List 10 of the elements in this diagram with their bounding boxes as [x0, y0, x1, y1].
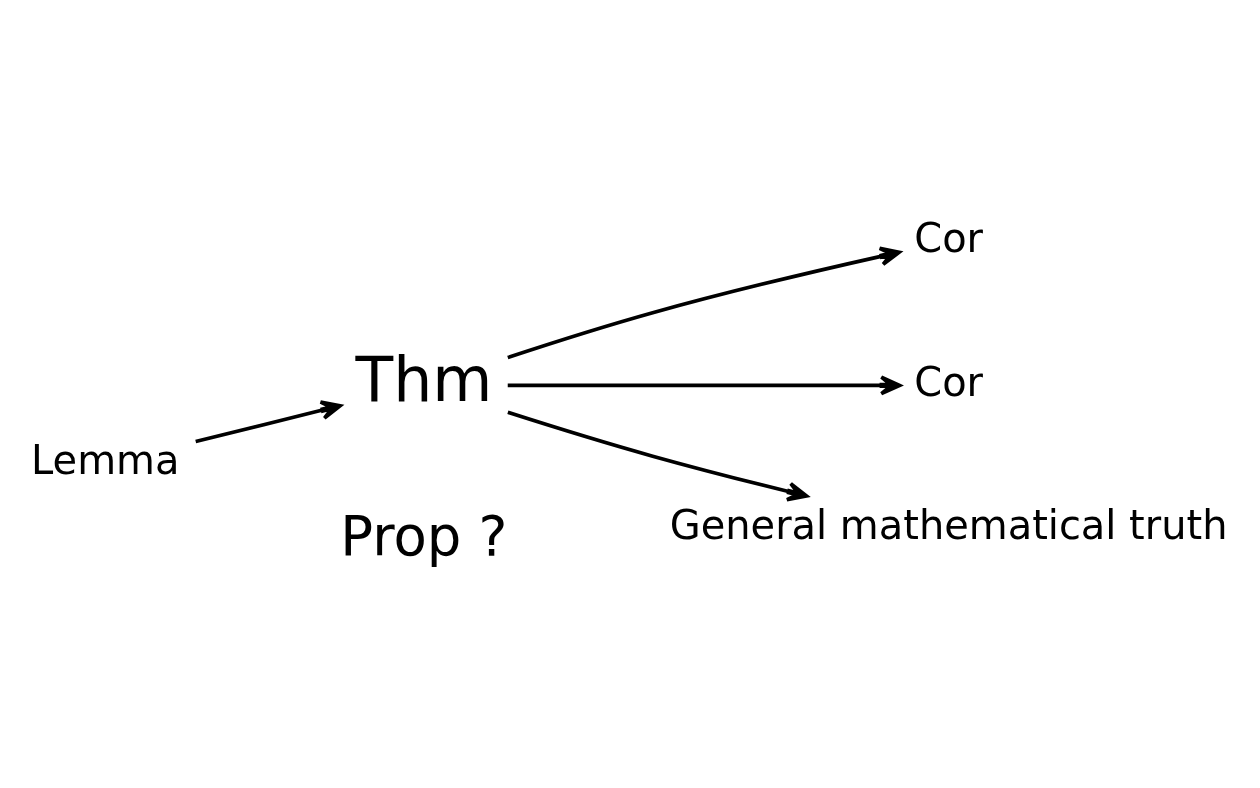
- arrow: [195, 400, 342, 444]
- node-text: Cor: [914, 358, 984, 405]
- node-text: General mathematical truth: [669, 501, 1228, 548]
- node-text: Lemma: [31, 436, 180, 483]
- arrow: [507, 410, 809, 502]
- node-text: Cor: [914, 215, 984, 262]
- label: Prop ?: [340, 504, 508, 569]
- arrow: [507, 246, 901, 360]
- arrow: [507, 375, 902, 396]
- node-text: Thm: [355, 344, 493, 417]
